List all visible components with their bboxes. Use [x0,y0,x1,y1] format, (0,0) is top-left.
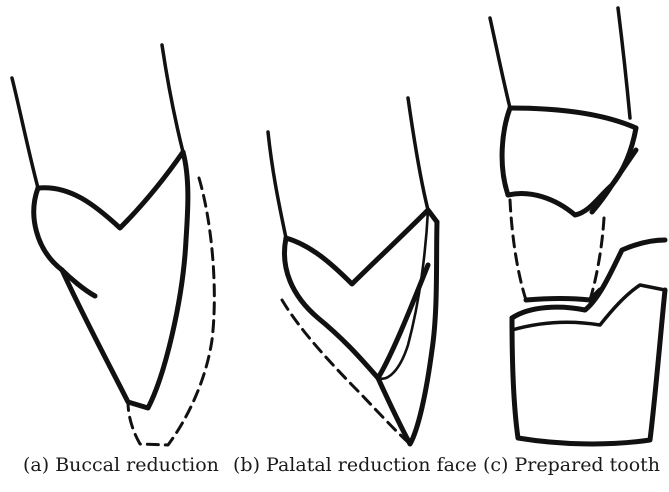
panel-a-root-right [162,45,183,152]
panel-c-preparation-shoulder-top [510,108,636,128]
panel-c-prepared-tooth-drawing [490,8,665,444]
panel-c-preparation-left [502,108,510,195]
panel-c-crown-top [512,240,665,318]
panel-c-caption: (c) Prepared tooth [483,453,660,477]
panel-c-core-base [526,290,600,300]
panel-b-root-left [268,132,286,238]
panel-b-crown-lingual-surface [378,222,437,444]
panel-b-palatal-reduction-line [282,300,410,444]
panel-b-palatal-reduction-drawing [268,98,437,444]
panel-c-crown-body [512,290,665,444]
panel-a-buccal-reduction-drawing [12,45,214,445]
panel-a-crown-labial-surface [62,152,188,408]
panel-b-caption: (b) Palatal reduction face [233,453,477,477]
panel-a-cemento-enamel-junction [38,152,183,228]
panel-c-root-left [490,18,510,108]
panel-b-cemento-enamel-junction [286,210,437,284]
panel-c-prepared-core-dashed-outline [510,200,604,300]
panel-a-caption: (a) Buccal reduction [23,453,219,477]
panel-a-root-left [12,78,38,188]
panel-b-root-right [408,98,428,210]
panel-b-crown-outline [284,238,378,378]
panel-c-root-right [618,8,630,118]
